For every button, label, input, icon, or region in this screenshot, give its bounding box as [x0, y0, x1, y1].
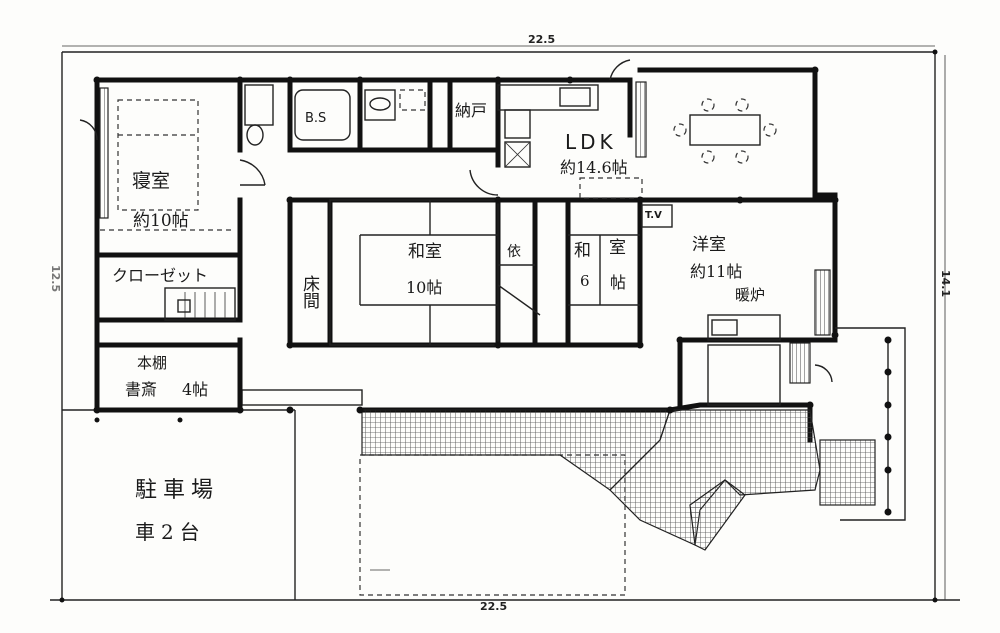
bedroom-name: 寝室: [132, 170, 171, 192]
parking-capacity: 車2台: [135, 520, 206, 544]
ldk-name: LDK: [565, 130, 617, 154]
dimension-left: 12.5: [49, 265, 62, 293]
study-name: 書斎: [125, 380, 158, 399]
storage-name: 納戸: [455, 101, 488, 120]
bedroom-area: 約10帖: [133, 211, 189, 231]
tatami-small-unit: 帖: [610, 273, 627, 292]
tv-label: T.V: [645, 210, 662, 221]
stairs: [164, 287, 236, 321]
study-shelf: 本棚: [137, 354, 168, 372]
tatami-lines: [329, 199, 640, 346]
closet-small-name: 依: [507, 244, 521, 260]
kitchen-fixtures: [497, 84, 643, 199]
tatami-small-num: 6: [580, 272, 590, 290]
tv-fireplace: [641, 204, 831, 341]
western-area: 約11帖: [690, 262, 743, 281]
doors: [79, 59, 833, 383]
tatami-small-name: 和: [574, 241, 591, 261]
tatami-small-name2: 室: [609, 238, 626, 258]
columns: [93, 66, 839, 423]
western-name: 洋室: [692, 235, 726, 255]
ldk-area: 約14.6帖: [560, 158, 628, 177]
fireplace-label: 暖炉: [735, 286, 766, 304]
alcove-name: 床間: [299, 275, 319, 309]
tatami-main-name: 和室: [408, 242, 442, 262]
pergola: [835, 327, 906, 521]
bed-outline: [99, 87, 235, 231]
dimension-right: 14.1: [939, 270, 952, 298]
parking-name: 駐車場: [135, 478, 220, 503]
dimension-top: 22.5: [528, 33, 556, 46]
dining-table: [635, 81, 777, 164]
dimension-bottom: 22.5: [480, 600, 508, 613]
closet-name: クローゼット: [112, 266, 209, 285]
study-area: 4帖: [182, 380, 209, 399]
site-boundary: [50, 45, 960, 603]
bs-name: B.S: [305, 111, 327, 126]
bath-fixtures: [244, 84, 426, 146]
tatami-main-area: 10帖: [406, 278, 443, 297]
deck: [361, 342, 876, 551]
